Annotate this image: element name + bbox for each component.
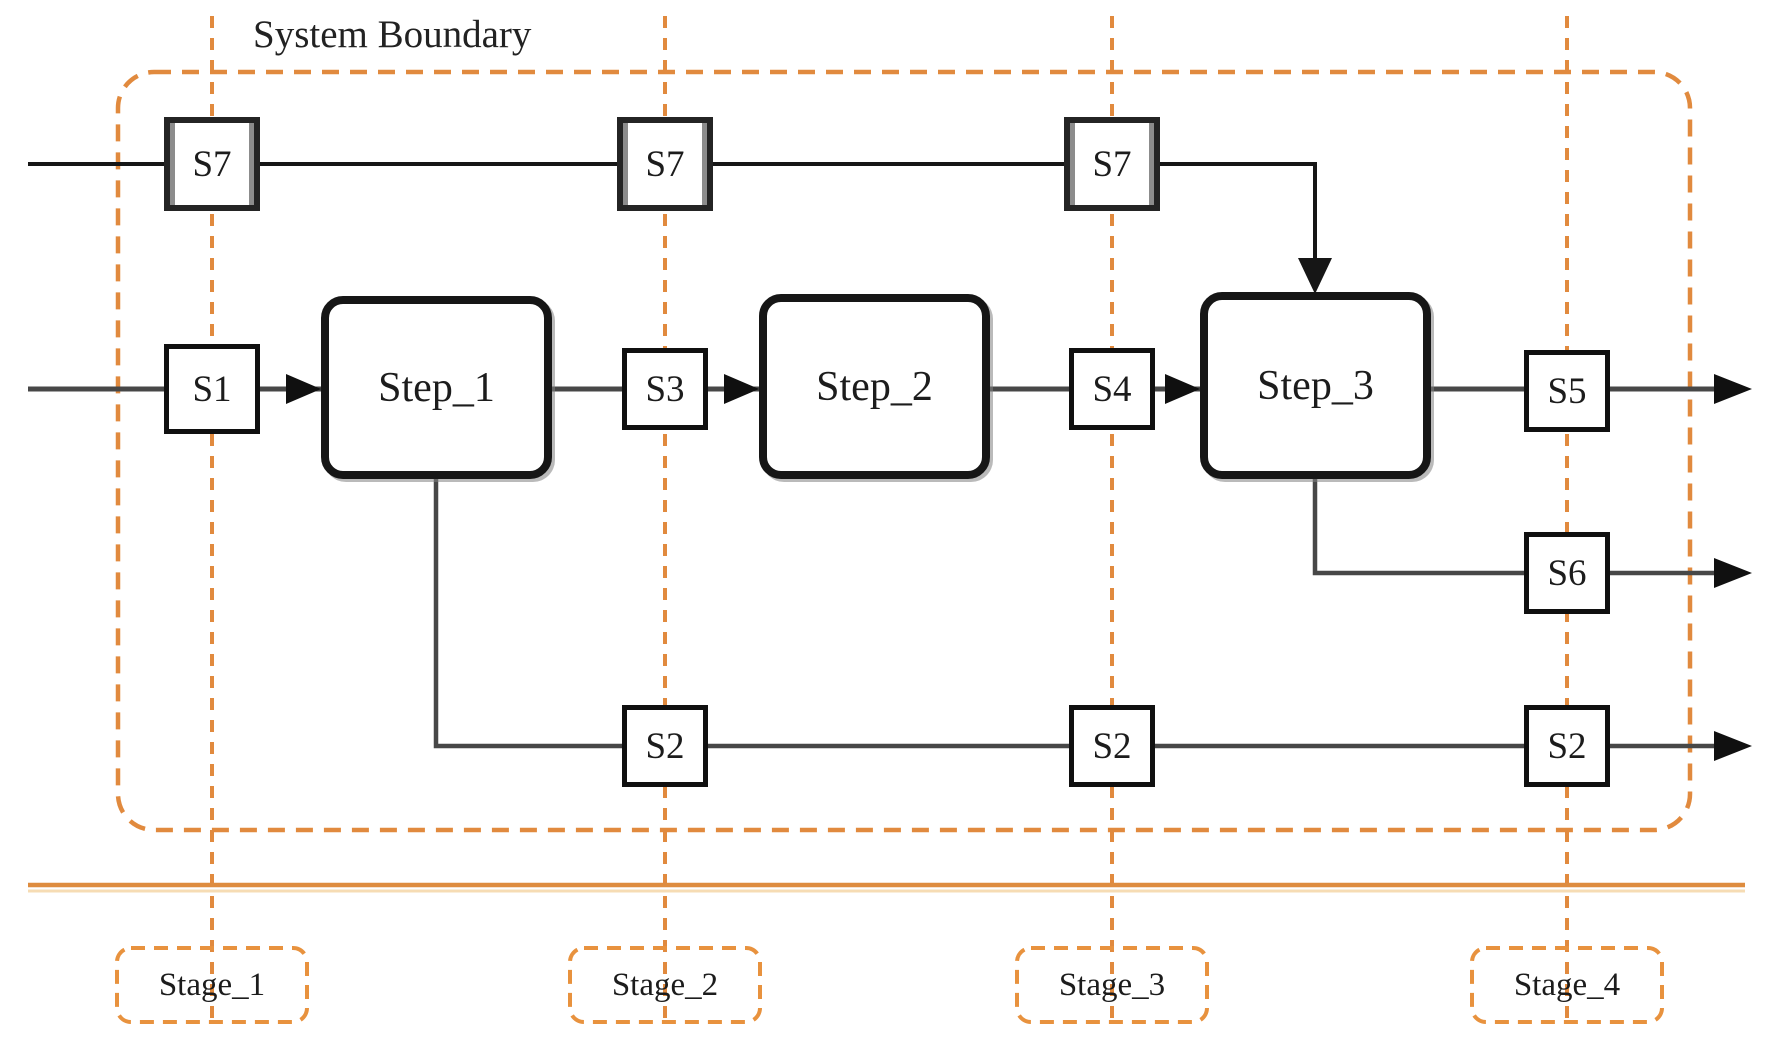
process-box-step3: Step_3 bbox=[1200, 292, 1431, 479]
arrow-into-step1 bbox=[286, 374, 321, 404]
stream-box-s3: S3 bbox=[622, 348, 708, 430]
stage-label-4: Stage_4 bbox=[1513, 966, 1621, 1003]
arrow-out-s6 bbox=[1714, 558, 1752, 588]
stream-box-s7-3: S7 bbox=[1064, 117, 1160, 211]
stream-box-s2-2: S2 bbox=[1069, 705, 1155, 787]
arrow-out-s5 bbox=[1714, 374, 1752, 404]
system-boundary-title: System Boundary bbox=[253, 13, 532, 56]
arrow-into-step3-top bbox=[1298, 258, 1332, 294]
stage1-label-outline bbox=[115, 946, 309, 1024]
stage-label-3: Stage_3 bbox=[1058, 966, 1166, 1003]
stream-box-s1: S1 bbox=[164, 344, 260, 434]
stream-box-s2-1: S2 bbox=[622, 705, 708, 787]
arrow-out-s2 bbox=[1714, 731, 1752, 761]
stream-box-s6: S6 bbox=[1524, 532, 1610, 614]
stage-label-2: Stage_2 bbox=[611, 966, 719, 1003]
s6-flow-line bbox=[1312, 477, 1716, 576]
stream-box-s5: S5 bbox=[1524, 350, 1610, 432]
arrow-into-step2 bbox=[724, 374, 759, 404]
stage4-label-outline bbox=[1470, 946, 1664, 1024]
process-box-step2: Step_2 bbox=[759, 294, 990, 479]
stage-label-1: Stage_1 bbox=[158, 966, 266, 1003]
process-box-step1: Step_1 bbox=[321, 296, 552, 479]
stream-box-s7-2: S7 bbox=[617, 117, 713, 211]
s2-flow-line bbox=[433, 477, 1716, 749]
arrow-into-step3 bbox=[1165, 374, 1200, 404]
stream-box-s4: S4 bbox=[1069, 348, 1155, 430]
s7-flow-line bbox=[28, 162, 1317, 262]
stream-box-s7-1: S7 bbox=[164, 117, 260, 211]
stream-box-s2-3: S2 bbox=[1524, 705, 1610, 787]
stage3-label-outline bbox=[1015, 946, 1209, 1024]
stage2-label-outline bbox=[568, 946, 762, 1024]
